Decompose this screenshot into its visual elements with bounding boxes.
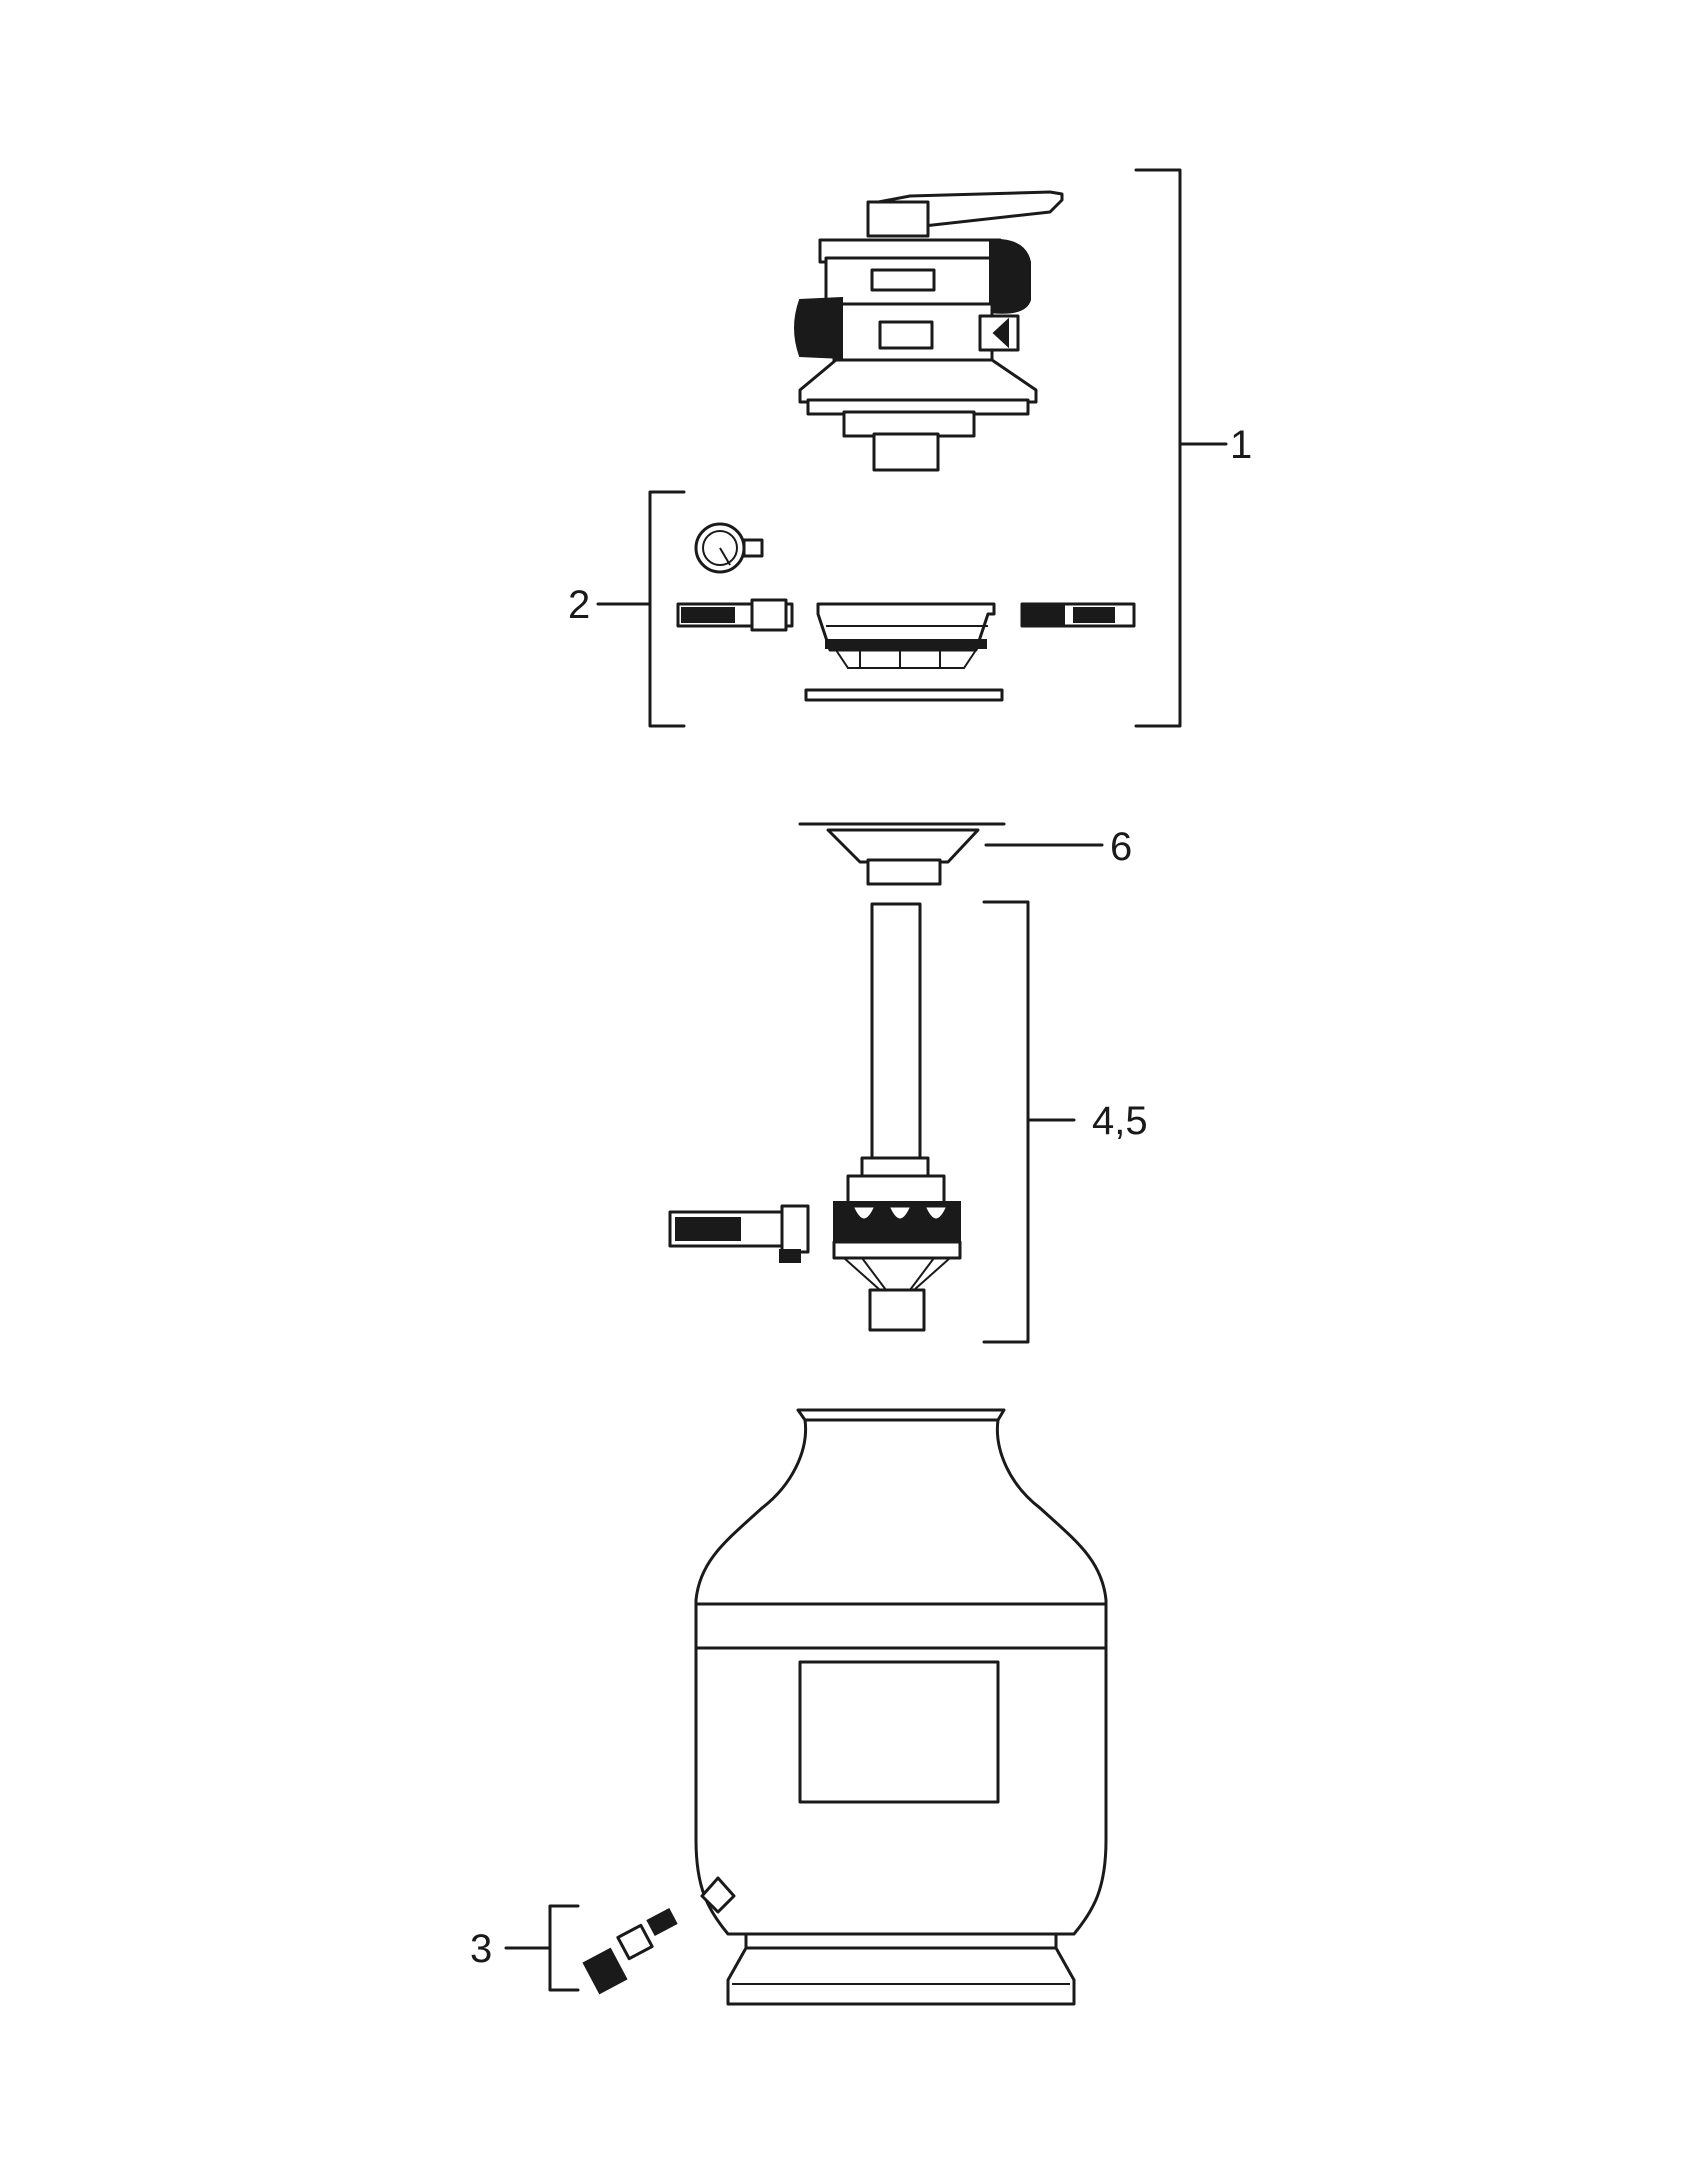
bracket-part-4-5 bbox=[982, 900, 1076, 1344]
pressure-gauge bbox=[694, 522, 764, 574]
lateral-assembly bbox=[668, 902, 962, 1332]
bracket-part-2 bbox=[596, 490, 686, 728]
multiport-valve bbox=[794, 190, 1064, 472]
callout-3: 3 bbox=[470, 1927, 492, 1971]
bracket-part-1 bbox=[1134, 168, 1228, 728]
callout-4-5: 4,5 bbox=[1092, 1099, 1148, 1143]
union-fitting-left bbox=[676, 598, 794, 632]
callout-1: 1 bbox=[1230, 423, 1252, 467]
drain-plug bbox=[582, 1907, 678, 1995]
tank-flange bbox=[798, 822, 1006, 886]
filter-tank bbox=[694, 1408, 1108, 2006]
strainer-basket bbox=[816, 602, 996, 669]
lateral-arm bbox=[668, 1204, 810, 1263]
callout-2: 2 bbox=[568, 583, 590, 627]
valve-accessories bbox=[676, 522, 1136, 702]
union-fitting-right bbox=[1020, 602, 1136, 628]
bracket-part-3 bbox=[504, 1904, 580, 1992]
o-ring-gasket bbox=[804, 688, 1004, 702]
callout-6: 6 bbox=[1110, 825, 1132, 869]
